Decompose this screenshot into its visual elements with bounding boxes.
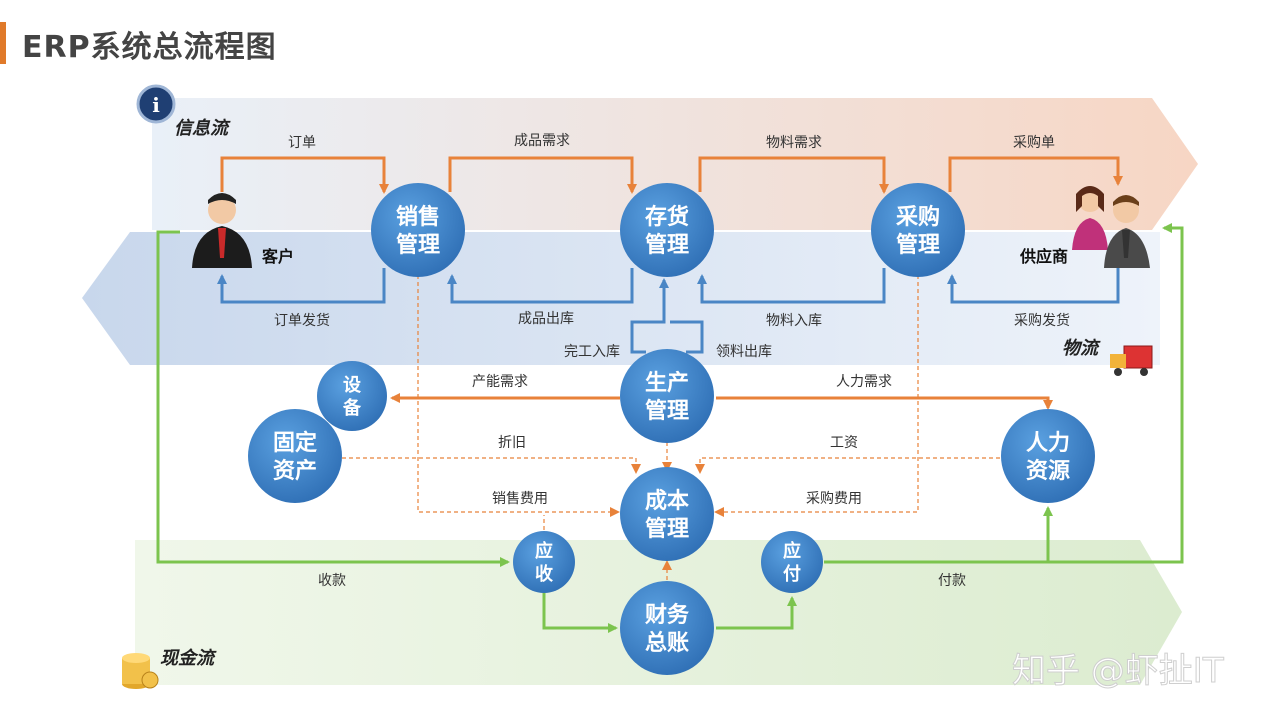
label-order: 订单 (288, 135, 316, 151)
node-receivable-line2: 收 (535, 563, 553, 585)
node-production[interactable]: 生产 管理 (620, 349, 714, 443)
finished-in-arrow (630, 278, 669, 354)
label-capacity-demand: 产能需求 (472, 374, 528, 390)
lane-label-logistics: 物流 (1062, 338, 1101, 359)
node-sales-line1: 销售 (396, 204, 440, 230)
purchase-delivery-arrow (947, 268, 1120, 304)
node-payable-line1: 应 (783, 540, 801, 562)
node-fixed-assets[interactable]: 固定 资产 (248, 409, 342, 503)
node-purchase-line2: 管理 (896, 232, 940, 258)
node-hr[interactable]: 人力 资源 (1001, 409, 1095, 503)
label-material-in: 物料入库 (766, 313, 822, 329)
material-out-arrow (670, 320, 704, 354)
product-out-arrow (447, 268, 634, 304)
node-purchase[interactable]: 采购 管理 (871, 183, 965, 277)
label-material-out: 领料出库 (716, 344, 772, 360)
page-title: ERP系统总流程图 (22, 30, 277, 65)
node-inventory-line2: 管理 (645, 232, 689, 258)
node-production-line2: 管理 (645, 398, 689, 424)
collection-arrow (156, 230, 510, 567)
node-purchase-line1: 采购 (896, 204, 940, 230)
label-product-out: 成品出库 (518, 311, 574, 327)
product-demand-arrow (448, 156, 637, 194)
label-order-delivery: 订单发货 (274, 312, 330, 329)
node-ledger-line2: 总账 (645, 630, 689, 656)
node-sales-line2: 管理 (396, 232, 440, 258)
receivable-to-ledger-arrow (542, 592, 618, 633)
node-payable[interactable]: 应 付 (761, 531, 823, 593)
label-payment: 付款 (938, 573, 966, 589)
label-collection: 收款 (318, 573, 346, 589)
label-purchase-cost: 采购费用 (806, 491, 862, 507)
label-wages: 工资 (830, 435, 858, 451)
svg-text:i: i (152, 93, 160, 117)
label-purchase-delivery: 采购发货 (1014, 312, 1070, 329)
label-product-demand: 成品需求 (514, 133, 570, 149)
node-equipment-line2: 备 (342, 397, 362, 419)
truck-icon (1110, 345, 1153, 376)
watermark-text: 知乎 @虾扯IT (1012, 651, 1224, 691)
label-finished-in: 完工入库 (564, 344, 620, 360)
node-equipment-line1: 设 (343, 375, 361, 396)
title-accent-bar (0, 22, 6, 64)
supplier-label: 供应商 (1019, 247, 1068, 266)
node-ledger-line1: 财务 (645, 603, 690, 628)
node-inventory[interactable]: 存货 管理 (620, 183, 714, 277)
label-sales-cost: 销售费用 (492, 491, 548, 507)
label-depreciation: 折旧 (498, 435, 526, 451)
supplier-avatar (1072, 186, 1150, 268)
node-receivable[interactable]: 应 收 (513, 531, 575, 593)
coins-icon (122, 653, 159, 689)
info-icon: i (136, 84, 176, 124)
node-hr-line2: 资源 (1026, 459, 1070, 484)
node-equipment[interactable]: 设 备 (317, 361, 387, 431)
node-production-line1: 生产 (645, 371, 689, 396)
node-payable-line2: 付 (783, 563, 801, 585)
label-material-demand: 物料需求 (766, 135, 822, 151)
node-fixed-assets-line2: 资产 (273, 459, 317, 484)
purchase-cost-dashed (714, 268, 919, 517)
customer-label: 客户 (262, 247, 294, 266)
node-sales[interactable]: 销售 管理 (371, 183, 465, 277)
node-cost-line2: 管理 (645, 516, 689, 542)
wages-dashed (695, 457, 1000, 474)
customer-avatar (192, 193, 252, 268)
order-arrow (220, 156, 389, 194)
payment-to-supplier-arrow (1048, 223, 1184, 564)
label-hr-demand: 人力需求 (836, 374, 892, 390)
lane-label-info: 信息流 (174, 118, 231, 139)
order-delivery-arrow (217, 268, 386, 304)
node-cost-line1: 成本 (645, 489, 689, 514)
lane-label-cash: 现金流 (160, 648, 217, 669)
depreciation-dashed (342, 457, 641, 474)
ledger-to-payable-arrow (716, 596, 797, 630)
material-in-arrow (697, 268, 886, 304)
label-purchase-order: 采购单 (1013, 135, 1055, 151)
node-ledger[interactable]: 财务 总账 (620, 581, 714, 675)
node-fixed-assets-line1: 固定 (273, 430, 317, 456)
node-receivable-line1: 应 (535, 540, 553, 562)
node-hr-line1: 人力 (1026, 431, 1070, 456)
material-demand-arrow (698, 156, 889, 194)
node-cost[interactable]: 成本 管理 (620, 467, 714, 561)
node-inventory-line1: 存货 (645, 204, 689, 230)
hr-demand-arrow (716, 396, 1053, 410)
purchase-order-arrow (948, 156, 1123, 192)
